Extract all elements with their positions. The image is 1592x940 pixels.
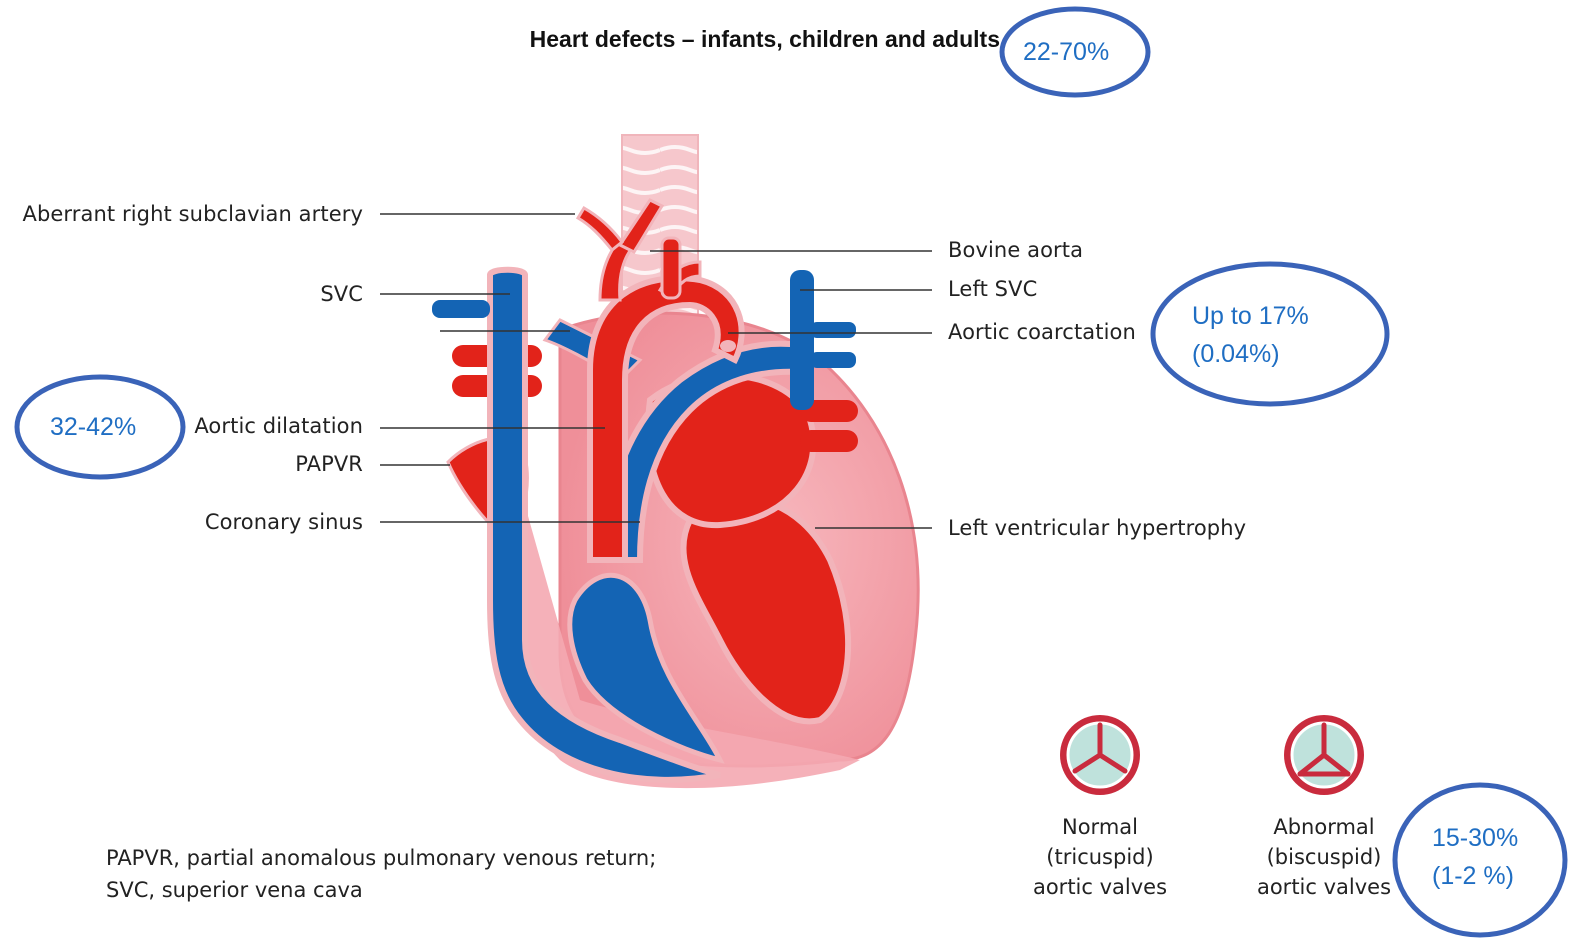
annotation-coarctation-line2: (0.04%) bbox=[1192, 336, 1280, 372]
label-aortic-coarctation: Aortic coarctation bbox=[948, 320, 1136, 344]
normal-valve-caption-line2: (tricuspid) bbox=[1010, 842, 1190, 872]
label-aberrant-right-subclavian-artery: Aberrant right subclavian artery bbox=[23, 202, 363, 226]
annotation-bicuspid-line1: 15-30% bbox=[1432, 820, 1518, 856]
normal-valve-caption-line3: aortic valves bbox=[1010, 872, 1190, 902]
abnormal-valve-caption-line2: (biscuspid) bbox=[1234, 842, 1414, 872]
footnote-line1: PAPVR, partial anomalous pulmonary venou… bbox=[106, 842, 656, 874]
label-coronary-sinus: Coronary sinus bbox=[205, 510, 363, 534]
label-aortic-dilatation: Aortic dilatation bbox=[194, 414, 363, 438]
abnormal-valve-caption-line1: Abnormal bbox=[1234, 812, 1414, 842]
abnormal-valve-icon bbox=[1284, 715, 1364, 795]
label-left-ventricular-hypertrophy: Left ventricular hypertrophy bbox=[948, 516, 1246, 540]
footnote-line2: SVC, superior vena cava bbox=[106, 874, 656, 906]
label-bovine-aorta: Bovine aorta bbox=[948, 238, 1083, 262]
abnormal-valve-caption: Abnormal (biscuspid) aortic valves bbox=[1234, 812, 1414, 902]
label-papvr: PAPVR bbox=[295, 452, 363, 476]
label-svc: SVC bbox=[320, 282, 363, 306]
abnormal-valve-caption-line3: aortic valves bbox=[1234, 872, 1414, 902]
coarctation-prevalence-ellipse bbox=[1153, 264, 1387, 404]
label-left-svc: Left SVC bbox=[948, 277, 1037, 301]
footnote: PAPVR, partial anomalous pulmonary venou… bbox=[106, 842, 656, 906]
left-svc-vessel bbox=[790, 270, 814, 410]
normal-valve-caption-line1: Normal bbox=[1010, 812, 1190, 842]
diagram-title: Heart defects – infants, children and ad… bbox=[0, 26, 1000, 53]
annotation-title-prevalence: 22-70% bbox=[1023, 34, 1109, 70]
annotation-aortic-dilatation: 32-42% bbox=[50, 409, 136, 445]
normal-valve-icon bbox=[1060, 715, 1140, 795]
annotation-bicuspid-line2: (1-2 %) bbox=[1432, 858, 1514, 894]
normal-valve-caption: Normal (tricuspid) aortic valves bbox=[1010, 812, 1190, 902]
annotation-coarctation-line1: Up to 17% bbox=[1192, 298, 1309, 334]
